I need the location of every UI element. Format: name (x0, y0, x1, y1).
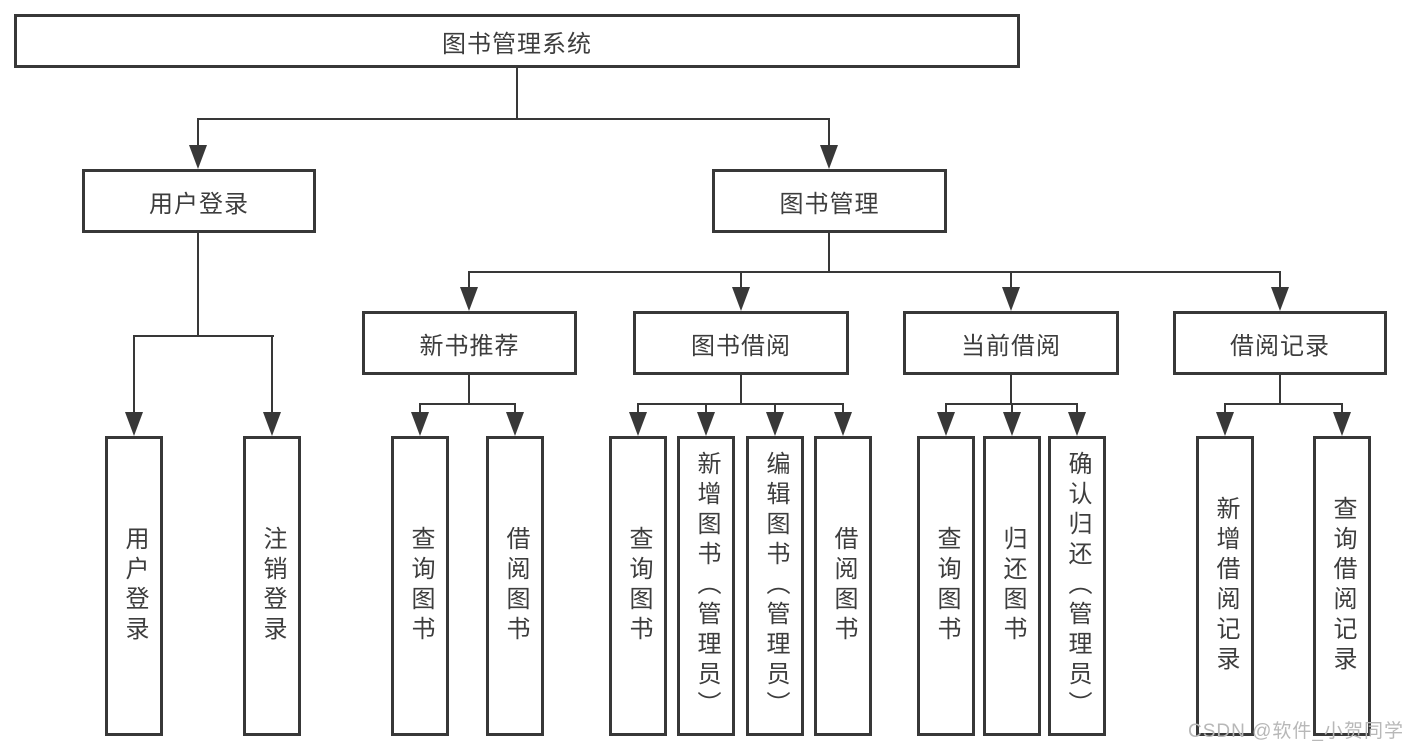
connector-newbook-stem (468, 375, 470, 405)
leaf-record-add-borrow-record: 新增借阅记录 (1196, 436, 1254, 736)
leaf-borrow-add-books-admin: 新增图书（管理员） (677, 436, 735, 736)
arrow-user-login (189, 145, 207, 169)
arrow-b2 (697, 412, 715, 436)
node-book-management: 图书管理 (712, 169, 947, 233)
connector-drop-new-book (468, 271, 470, 293)
leaf-current-query-books: 查询图书 (917, 436, 975, 736)
connector-record-hbar (1224, 403, 1343, 405)
connector-borrow-hbar (637, 403, 843, 405)
connector-drop-r1 (1224, 403, 1226, 419)
connector-user-stem (197, 233, 199, 337)
connector-mgmt-stem (828, 233, 830, 273)
connector-borrow-stem (740, 375, 742, 405)
arrow-n2 (506, 412, 524, 436)
arrow-current-borrow (1002, 287, 1020, 311)
leaf-record-query-borrow-record: 查询借阅记录 (1313, 436, 1371, 736)
leaf-user-login: 用户登录 (105, 436, 163, 736)
node-book-borrow: 图书借阅 (633, 311, 849, 375)
arrow-r2 (1333, 412, 1351, 436)
connector-root-stem (516, 68, 518, 119)
connector-drop-c3 (1076, 403, 1078, 419)
arrow-b1 (629, 412, 647, 436)
connector-drop-user-login (197, 118, 199, 152)
connector-drop-book-borrow (740, 271, 742, 293)
arrow-c1 (937, 412, 955, 436)
arrow-c3 (1068, 412, 1086, 436)
connector-drop-b3 (774, 403, 776, 419)
arrow-borrow-record (1271, 287, 1289, 311)
watermark: CSDN @软件_小贺同学 (1188, 721, 1404, 742)
arrow-new-book (460, 287, 478, 311)
connector-drop-u1 (133, 335, 135, 415)
connector-root-hbar (197, 118, 830, 120)
connector-drop-n1 (419, 403, 421, 419)
arrow-book-borrow (732, 287, 750, 311)
leaf-current-return-books: 归还图书 (983, 436, 1041, 736)
connector-record-stem (1279, 375, 1281, 405)
leaf-borrow-borrow-books: 借阅图书 (814, 436, 872, 736)
leaf-borrow-query-books: 查询图书 (609, 436, 667, 736)
connector-drop-current-borrow (1010, 271, 1012, 293)
arrow-book-management (820, 145, 838, 169)
node-current-borrow: 当前借阅 (903, 311, 1119, 375)
leaf-newbook-borrow-books: 借阅图书 (486, 436, 544, 736)
leaf-current-confirm-return-admin: 确认归还（管理员） (1048, 436, 1106, 736)
connector-drop-book-management (828, 118, 830, 152)
node-borrow-record: 借阅记录 (1173, 311, 1387, 375)
arrow-u1 (125, 412, 143, 436)
connector-drop-c2 (1011, 403, 1013, 419)
connector-drop-borrow-record (1279, 271, 1281, 293)
leaf-borrow-edit-books-admin: 编辑图书（管理员） (746, 436, 804, 736)
arrow-b3 (766, 412, 784, 436)
node-new-book-recommend: 新书推荐 (362, 311, 577, 375)
node-root-system: 图书管理系统 (14, 14, 1020, 68)
leaf-logout: 注销登录 (243, 436, 301, 736)
connector-current-stem (1010, 375, 1012, 405)
connector-drop-u2 (271, 335, 273, 415)
arrow-u2 (263, 412, 281, 436)
node-user-login: 用户登录 (82, 169, 316, 233)
connector-drop-b1 (637, 403, 639, 419)
connector-drop-b2 (705, 403, 707, 419)
connector-user-hbar (133, 335, 274, 337)
arrow-n1 (411, 412, 429, 436)
connector-drop-n2 (514, 403, 516, 419)
arrow-c2 (1003, 412, 1021, 436)
leaf-newbook-query-books: 查询图书 (391, 436, 449, 736)
connector-drop-b4 (842, 403, 844, 419)
connector-newbook-hbar (419, 403, 516, 405)
arrow-b4 (834, 412, 852, 436)
arrow-r1 (1216, 412, 1234, 436)
connector-mgmt-hbar (468, 271, 1281, 273)
connector-drop-r2 (1341, 403, 1343, 419)
connector-drop-c1 (945, 403, 947, 419)
